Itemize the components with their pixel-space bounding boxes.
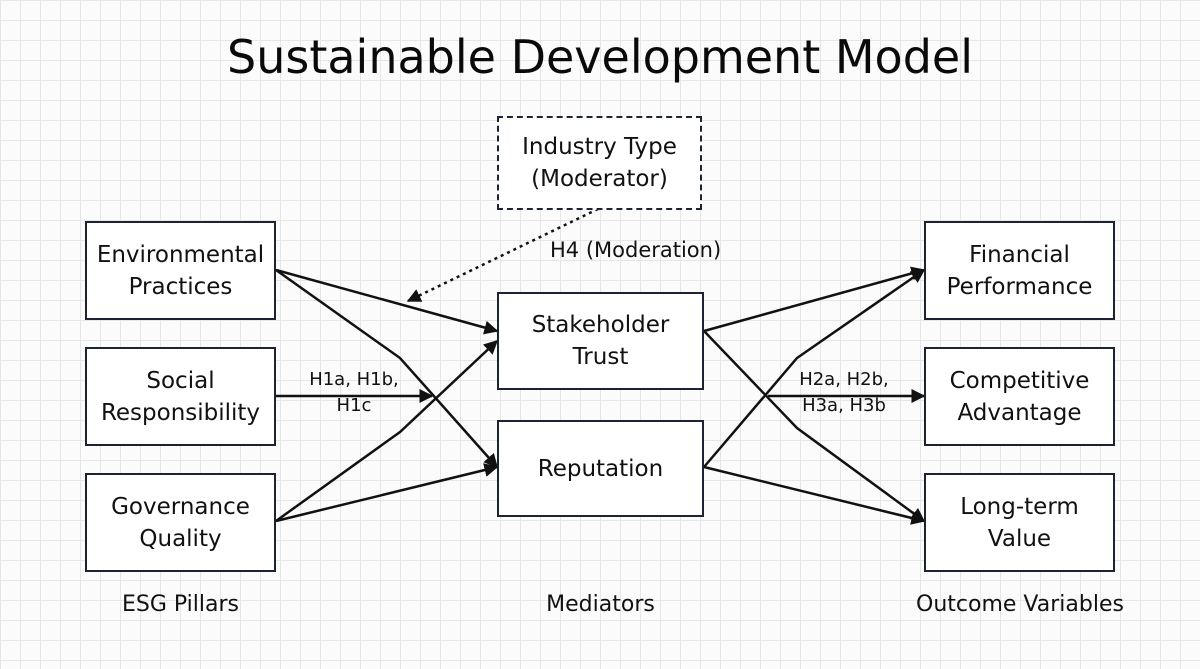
node-reputation: Reputation — [497, 420, 704, 517]
node-label: Industry Type (Moderator) — [522, 134, 677, 192]
node-label: Environmental Practices — [96, 241, 265, 300]
node-industry-type: Industry Type (Moderator) — [497, 116, 702, 210]
node-governance-quality: Governance Quality — [85, 473, 276, 572]
edge-reputation-longterm — [703, 465, 926, 525]
column-label-esg-pillars: ESG Pillars — [121, 592, 239, 617]
column-label-mediators: Mediators — [546, 592, 655, 617]
diagram-title: Sustainable Development Model — [227, 30, 973, 84]
node-environmental-practices: Environmental Practices — [85, 221, 276, 320]
node-long-term-value: Long-term Value — [924, 473, 1115, 572]
hypothesis-label-h2-h3: H2a, H2b, H3a, H3b — [799, 369, 889, 416]
edge-environmental-reputation — [275, 268, 498, 469]
node-stakeholder-trust: Stakeholder Trust — [497, 292, 704, 390]
node-label: Governance Quality — [111, 493, 250, 552]
node-label: Long-term Value — [960, 493, 1079, 552]
node-financial-performance: Financial Performance — [924, 221, 1115, 320]
edge-governance-trust — [275, 340, 499, 523]
edge-trust-financial — [703, 266, 926, 333]
edge-governance-reputation — [275, 463, 499, 523]
node-label: Social Responsibility — [100, 367, 261, 426]
node-label: Competitive Advantage — [949, 367, 1090, 426]
hypothesis-label-h1: H1a, H1b, H1c — [309, 369, 399, 416]
node-social-responsibility: Social Responsibility — [85, 347, 276, 446]
node-label: Stakeholder Trust — [531, 312, 670, 370]
node-label: Reputation — [537, 455, 664, 482]
column-label-outcome-variables: Outcome Variables — [916, 592, 1124, 617]
edge-environmental-trust — [275, 268, 499, 335]
edge-moderation — [406, 207, 599, 303]
edge-reputation-financial — [703, 268, 926, 468]
node-label: Financial Performance — [946, 241, 1093, 300]
node-competitive-advantage: Competitive Advantage — [924, 347, 1115, 446]
hypothesis-label-h4: H4 (Moderation) — [550, 238, 722, 262]
edge-trust-longterm — [703, 330, 926, 523]
